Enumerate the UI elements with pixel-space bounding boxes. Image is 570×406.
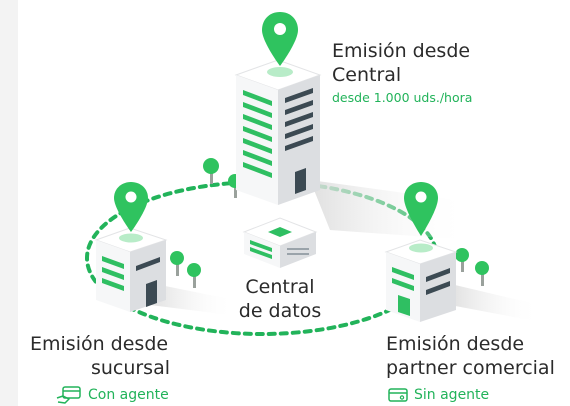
tree-icon [203,158,219,184]
card-hand-icon [56,386,81,404]
tree-icon [187,263,201,288]
tree-icon [475,261,489,286]
branch-tag: Con agente [56,386,169,404]
branch-title-line2: sucursal [90,357,170,379]
datacenter-label-line1: Central [245,276,315,298]
card-icon [388,388,408,402]
central-detail: desde 1.000 uds./hora [332,90,473,105]
datacenter-label-line2: de datos [238,300,322,322]
central-shadow [310,180,470,240]
partner-title-line2: partner comercial [386,357,555,379]
partner-title-line1: Emisión desde [386,333,525,355]
partner-tag-label: Sin agente [414,387,490,403]
tree-icon [170,251,184,276]
branch-tag-label: Con agente [88,387,169,403]
partner-shadow [450,285,540,322]
datacenter-building [242,217,318,268]
branch-title-line1: Emisión desde [30,333,169,355]
tree-icon [455,248,469,272]
location-pin-icon [114,182,148,243]
location-pin-icon [262,12,298,77]
partner-tag: Sin agente [388,386,489,404]
central-building [234,59,322,205]
central-title-line1: Emisión desde [332,40,471,62]
location-pin-icon [404,182,438,253]
central-title-line2: Central [332,64,402,86]
branch-shadow [150,285,235,315]
